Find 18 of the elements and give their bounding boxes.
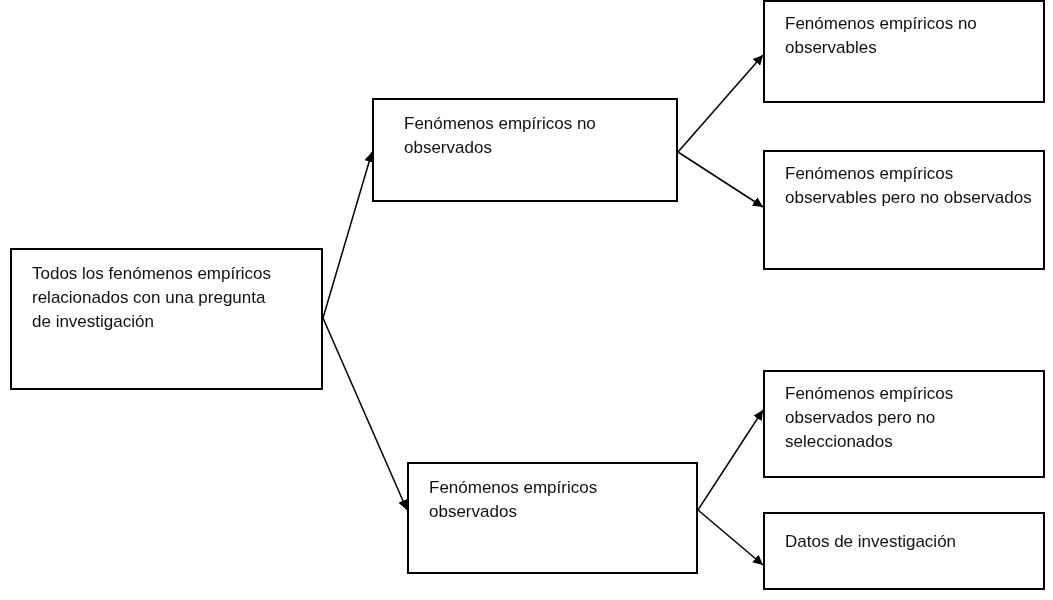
- process-box: [10, 248, 323, 390]
- arrow: [697, 409, 764, 511]
- box-text: Fenómenos empíricos no observables: [785, 13, 978, 59]
- box-text: Todos los fenómenos empíricos relacionados con una pregunta de investigación: [32, 263, 273, 333]
- arrow: [697, 509, 764, 566]
- arrow: [677, 54, 764, 153]
- process-box: [763, 512, 1045, 590]
- process-box: [763, 370, 1045, 478]
- process-box: [407, 462, 698, 574]
- box-text: Fenómenos empíricos observados pero no seleccionados: [785, 383, 955, 453]
- arrow: [677, 151, 764, 208]
- process-box: [763, 150, 1045, 270]
- box-text: Fenómenos empíricos observables pero no observados: [785, 163, 1033, 209]
- process-box: [372, 98, 678, 202]
- process-box: [763, 0, 1045, 103]
- box-text: Fenómenos empíricos no observados: [404, 113, 597, 159]
- box-text: Datos de investigación: [785, 531, 958, 553]
- box-text: Fenómenos empíricos observados: [429, 477, 599, 523]
